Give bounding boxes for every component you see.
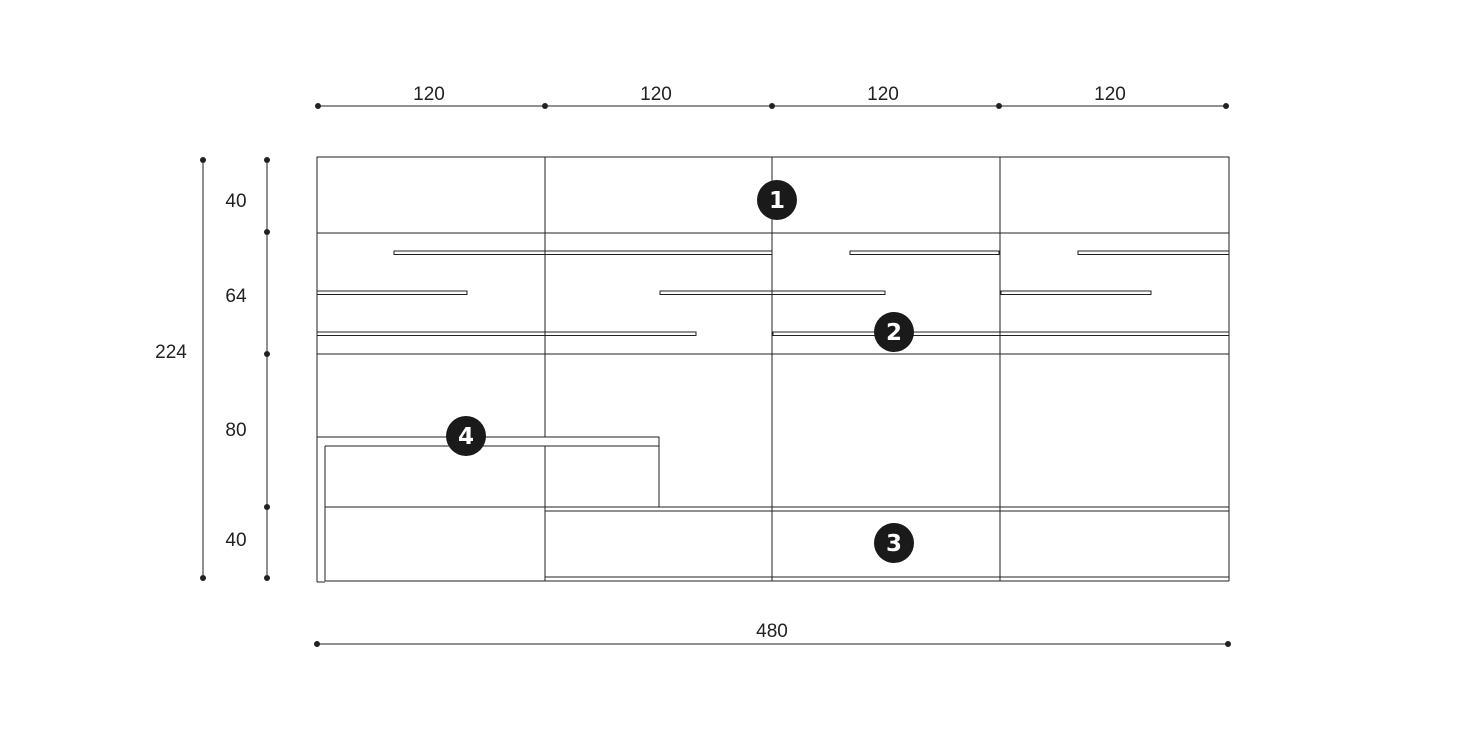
callout-badge-2: 2 [874,312,914,352]
top-dimension-label-1: 120 [413,84,445,105]
segment-height-label-1: 40 [225,191,246,212]
svg-text:1: 1 [769,188,785,214]
top-dimension-label-4: 120 [1094,84,1126,105]
shelf [316,290,468,295]
callout-badge-1: 1 [757,180,797,220]
svg-text:4: 4 [458,424,474,450]
top-cabinet-row [316,156,1230,234]
top-dimension-label-2: 120 [640,84,672,105]
callout-badge-4: 4 [446,416,486,456]
total-width-label: 480 [756,621,788,642]
left-segment-dimension-line: 40 64 80 40 [225,157,270,581]
svg-text:2: 2 [886,320,902,346]
bottom-dimension-line: 480 [314,621,1231,647]
segment-height-label-4: 40 [225,530,246,551]
shelf [316,331,697,336]
desk-element [316,436,660,583]
total-height-label: 224 [155,342,187,363]
shelf [772,331,1230,336]
shelving-structure [316,156,1230,583]
left-total-dimension-line: 224 [155,157,206,581]
low-drawer-unit [545,506,1229,582]
shelf [849,250,1000,255]
shelf [1077,250,1230,255]
segment-height-label-3: 80 [225,420,246,441]
open-shelves [316,250,1230,336]
callout-badge-3: 3 [874,523,914,563]
top-dimension-line: 120 120 120 120 [315,84,1229,109]
segment-height-label-2: 64 [225,286,247,307]
shelf [1000,290,1152,295]
shelf [393,250,773,255]
svg-text:3: 3 [886,531,902,557]
top-dimension-label-3: 120 [867,84,899,105]
